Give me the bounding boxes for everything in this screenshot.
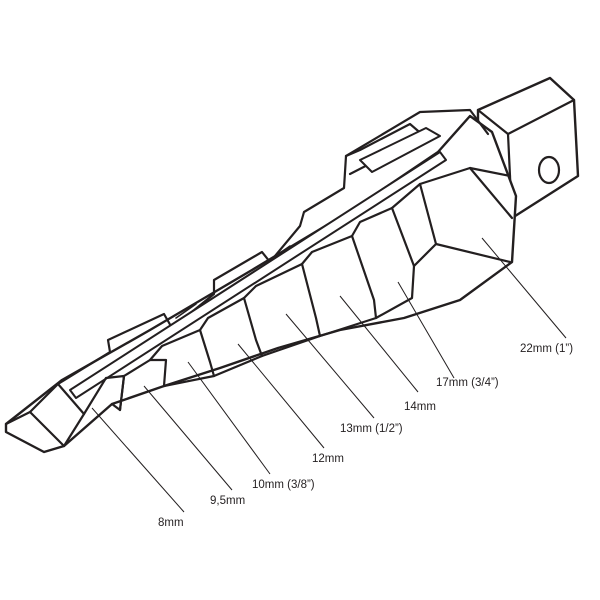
label-14mm: 14mm xyxy=(404,401,436,413)
label-10mm: 10mm (3/8”) xyxy=(252,479,315,491)
leader-8mm xyxy=(91,407,185,513)
leader-14mm xyxy=(339,295,419,393)
label-13mm: 13mm (1/2”) xyxy=(340,423,403,435)
label-8mm: 8mm xyxy=(158,517,184,529)
label-9-5mm: 9,5mm xyxy=(210,495,245,507)
leader-9-5mm xyxy=(143,385,233,491)
label-12mm: 12mm xyxy=(312,453,344,465)
leader-12mm xyxy=(237,343,325,449)
leader-13mm xyxy=(285,313,375,419)
leader-17mm xyxy=(397,281,455,379)
label-22mm: 22mm (1”) xyxy=(520,343,573,355)
leader-22mm xyxy=(481,237,567,339)
size-labels: 22mm (1”) 17mm (3/4”) 14mm 13mm (1/2”) 1… xyxy=(158,343,573,529)
shank-hole xyxy=(537,155,561,185)
label-17mm: 17mm (3/4”) xyxy=(436,377,499,389)
leader-10mm xyxy=(187,361,271,475)
drill-body xyxy=(4,108,518,454)
leader-lines xyxy=(91,237,567,513)
